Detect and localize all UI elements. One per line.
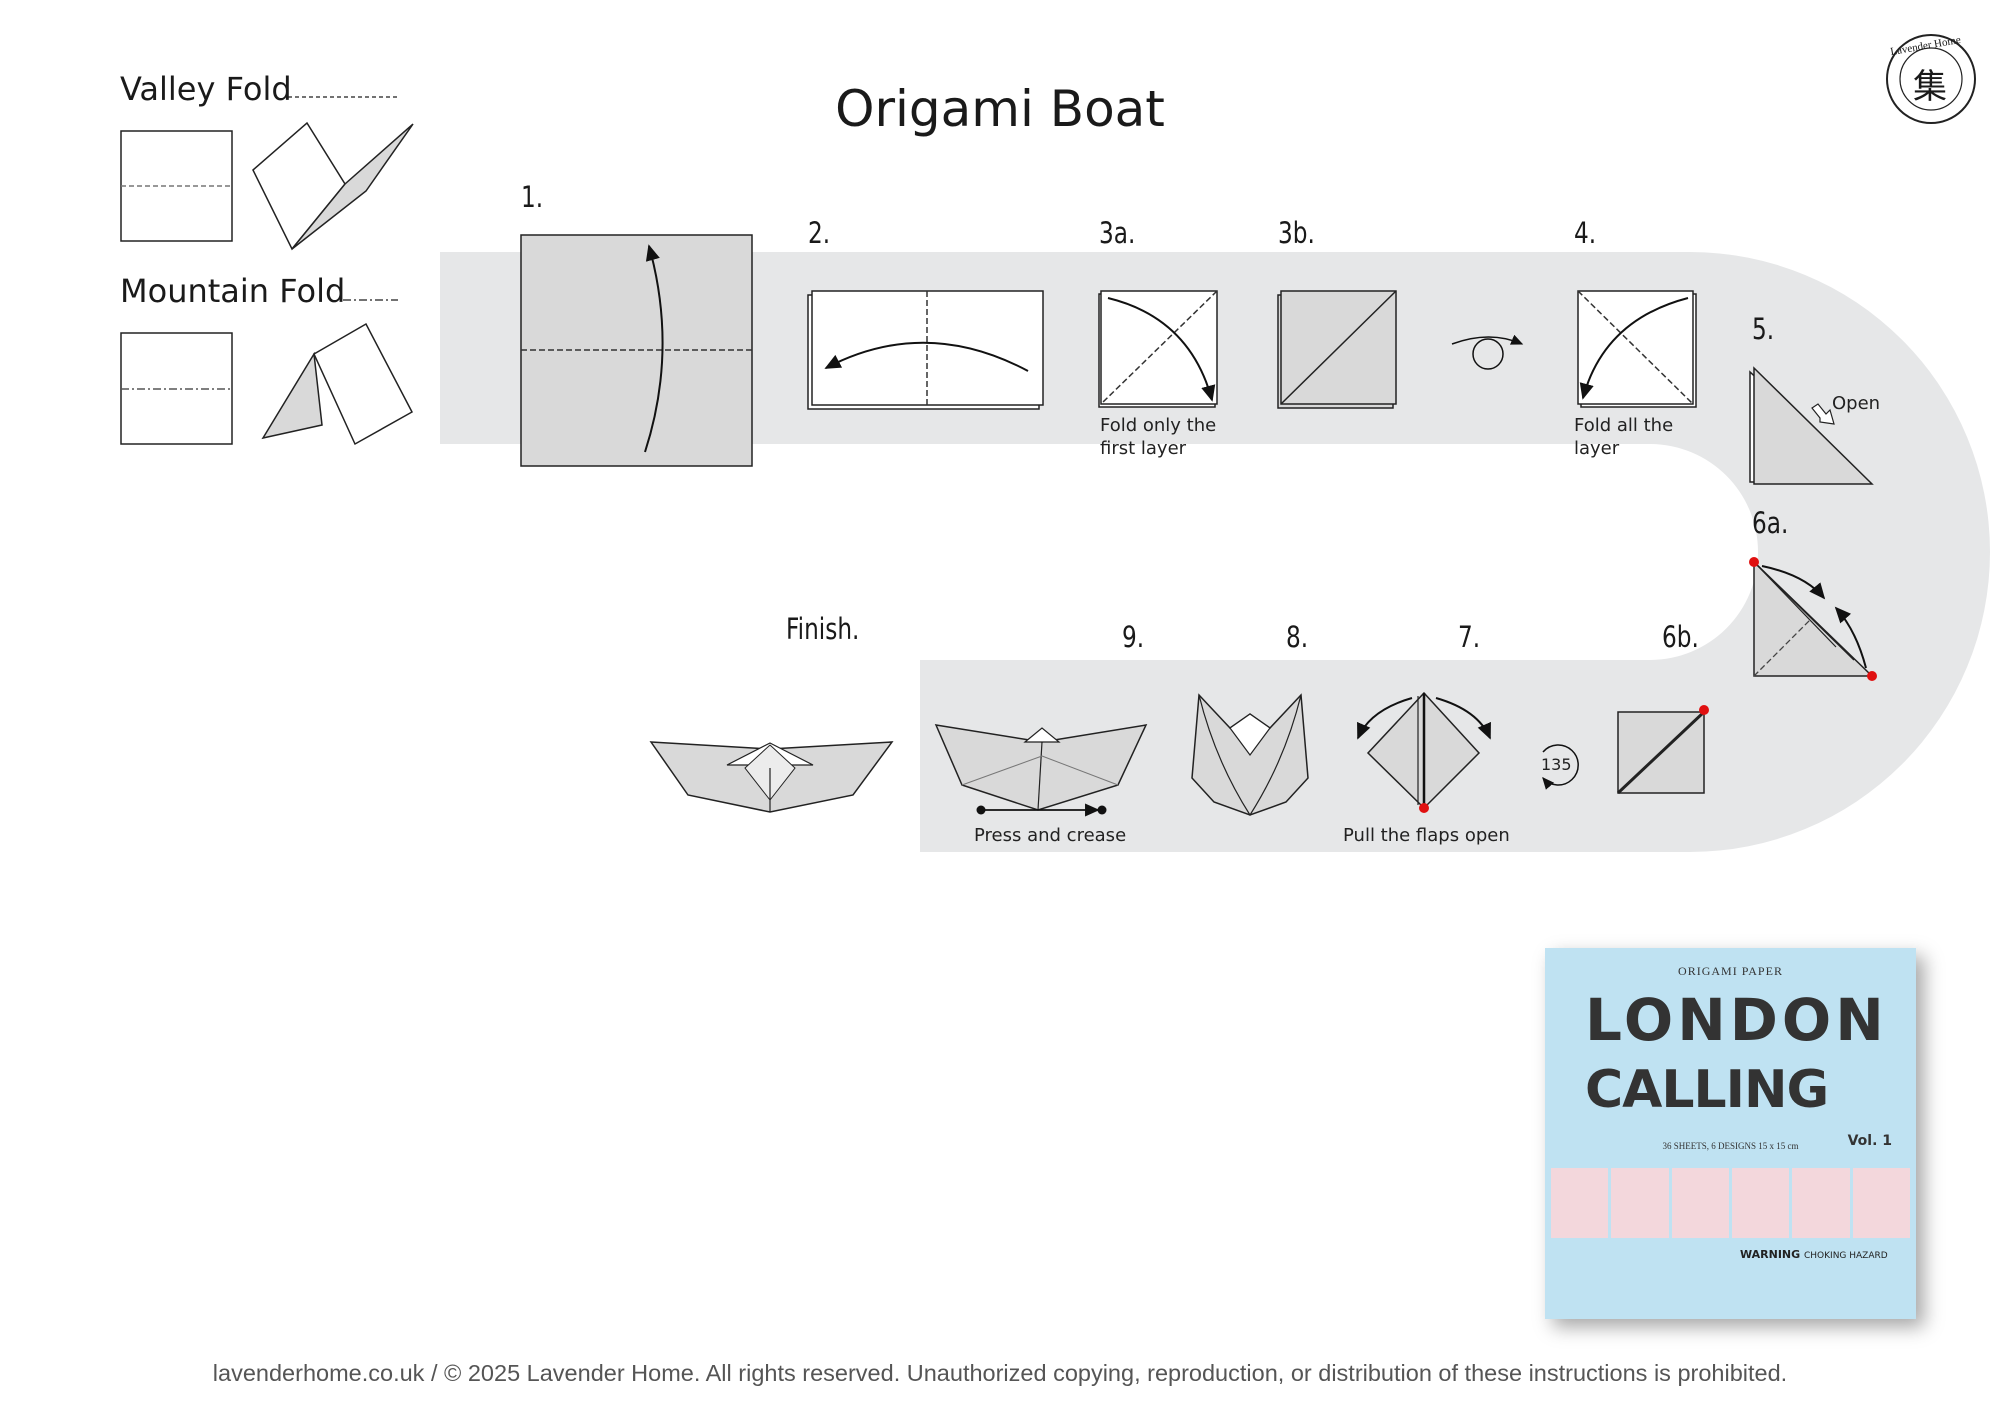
step-8-diagram xyxy=(1191,693,1309,817)
step-1-diagram xyxy=(520,234,753,467)
valley-fold-label: Valley Fold xyxy=(120,70,292,108)
valley-fold-flat-diagram xyxy=(120,130,233,242)
reference-point-marker xyxy=(1419,803,1429,813)
press-point-marker xyxy=(1097,805,1107,815)
step-4-number: 4. xyxy=(1574,216,1597,250)
cover-warning: WARNING CHOKING HAZARD xyxy=(1740,1248,1888,1261)
mountain-fold-folded-diagram xyxy=(261,322,414,446)
product-cover-image: ORIGAMI PAPER LONDON CALLING 36 SHEETS, … xyxy=(1545,948,1916,1319)
step-3a-number: 3a. xyxy=(1099,216,1136,250)
cover-meta: 36 SHEETS, 6 DESIGNS 15 x 15 cm xyxy=(1662,1141,1799,1151)
step-1-number: 1. xyxy=(521,180,544,214)
mountain-fold-label: Mountain Fold xyxy=(120,272,346,310)
finished-boat-diagram xyxy=(649,741,894,813)
step-6a-diagram xyxy=(1749,557,1877,681)
step-5-number: 5. xyxy=(1752,312,1775,346)
cover-title-line1: LONDON xyxy=(1585,986,1888,1054)
reference-point-marker xyxy=(1749,557,1759,567)
step-4-diagram xyxy=(1577,290,1697,408)
page-title: Origami Boat xyxy=(835,80,1165,138)
valley-fold-folded-diagram xyxy=(252,121,414,251)
cover-subtitle: ORIGAMI PAPER xyxy=(1678,964,1783,978)
rotate-135-label: 135 xyxy=(1541,755,1572,774)
reference-point-marker xyxy=(1867,671,1877,681)
step-8-number: 8. xyxy=(1286,620,1309,654)
flip-over-icon xyxy=(1451,334,1524,370)
step-3a-note: Fold only the first layer xyxy=(1100,415,1217,459)
rotate-icon xyxy=(1542,744,1579,790)
step-7-diagram xyxy=(1357,691,1491,813)
step-2-number: 2. xyxy=(808,216,831,250)
step-7-note: Pull the flaps open xyxy=(1343,825,1510,846)
cover-pattern-strip xyxy=(1551,1168,1910,1238)
step-9-note: Press and crease xyxy=(974,825,1127,846)
step-5-open-callout: Open xyxy=(1832,393,1881,414)
step-6b-number: 6b. xyxy=(1662,620,1699,654)
step-6a-number: 6a. xyxy=(1752,506,1789,540)
step-2-diagram xyxy=(807,290,1044,410)
step-3b-diagram xyxy=(1277,290,1397,409)
step-5-diagram xyxy=(1749,366,1874,485)
mountain-fold-flat-diagram xyxy=(120,332,233,445)
open-pointer-icon xyxy=(1811,403,1835,425)
press-point-marker xyxy=(976,805,986,815)
brand-logo xyxy=(1886,34,1976,124)
step-7-number: 7. xyxy=(1458,620,1481,654)
cover-volume: Vol. 1 xyxy=(1847,1133,1892,1149)
copyright-footer: lavenderhome.co.uk / © 2025 Lavender Hom… xyxy=(212,1360,1788,1386)
brand-logo-glyph: 集 xyxy=(1913,67,1947,107)
cover-title-line2: CALLING xyxy=(1585,1060,1829,1120)
step-6b-diagram xyxy=(1616,705,1709,795)
step-4-note: Fold all the layer xyxy=(1574,415,1674,459)
step-3a-diagram xyxy=(1098,290,1218,408)
cover-warning-detail: CHOKING HAZARD xyxy=(1804,1251,1888,1261)
cover-warning-title: WARNING xyxy=(1740,1248,1801,1261)
step-9-diagram xyxy=(934,724,1148,817)
step-9-number: 9. xyxy=(1122,620,1145,654)
finish-label: Finish. xyxy=(786,612,860,646)
step-3b-number: 3b. xyxy=(1278,216,1315,250)
reference-point-marker xyxy=(1699,705,1709,715)
